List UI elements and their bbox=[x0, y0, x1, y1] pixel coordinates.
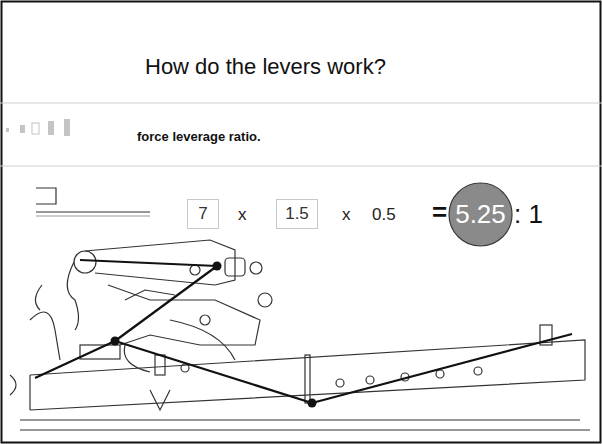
node-text: 1.5 bbox=[285, 204, 309, 224]
result-circle: 5.25 bbox=[448, 182, 513, 247]
circle-shape bbox=[449, 183, 512, 246]
slide-title: How do the levers work? bbox=[145, 54, 386, 79]
operator: x bbox=[342, 205, 351, 225]
factor-value: 0.5 bbox=[372, 205, 396, 225]
ratio-suffix: : 1 bbox=[514, 200, 543, 230]
factor-box: 7 bbox=[187, 199, 219, 229]
operator: x bbox=[238, 205, 247, 225]
factor-box: 1.5 bbox=[276, 199, 318, 229]
node-text: 5.25 bbox=[455, 200, 506, 230]
node-text: 7 bbox=[198, 204, 207, 224]
equals-sign: = bbox=[432, 198, 447, 228]
subtitle: force leverage ratio. bbox=[137, 130, 261, 145]
